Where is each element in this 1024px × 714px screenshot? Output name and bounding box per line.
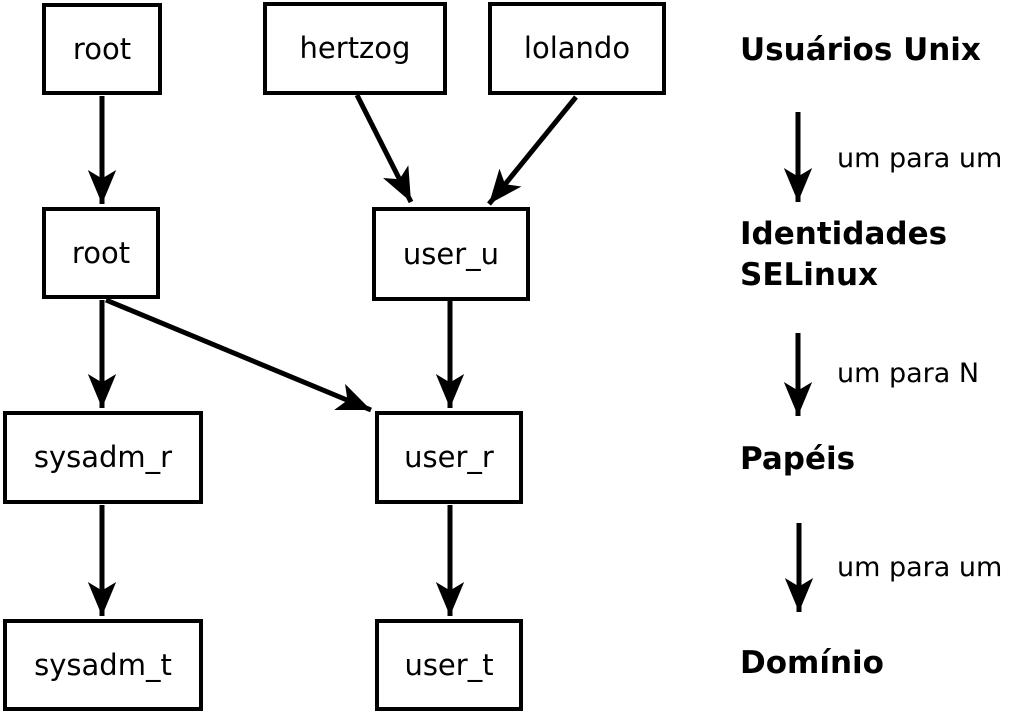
legend-one-to-one-label-1: um para um [837,143,1003,174]
node-unix-user-root: root [42,3,162,95]
node-unix-user-lolando: lolando [488,2,666,95]
legend-one-to-n-label: um para N [837,358,980,389]
node-unix-user-hertzog: hertzog [263,2,447,95]
edge-lolando-to-user-u [487,95,578,206]
legend-selinux-identities-label: Identidades SELinux [740,214,947,296]
legend-unix-users-label: Usuários Unix [740,32,981,68]
legend-selinux-identities-line2: SELinux [740,257,879,293]
legend-selinux-identities-line1: Identidades [740,216,948,252]
legend-domain-label: Domínio [740,645,884,681]
legend-one-to-one-label-2: um para um [837,552,1003,583]
node-domain-sysadm-t: sysadm_t [3,619,203,711]
edge-selinux-root-to-user-r [105,297,372,413]
node-domain-user-t: user_t [375,619,523,711]
node-selinux-identity-root: root [42,207,160,299]
edge-hertzog-to-user-u [354,93,414,204]
node-selinux-identity-user-u: user_u [372,207,530,301]
legend-roles-label: Papéis [740,441,856,477]
node-role-sysadm-r: sysadm_r [3,411,203,504]
node-role-user-r: user_r [375,411,523,504]
